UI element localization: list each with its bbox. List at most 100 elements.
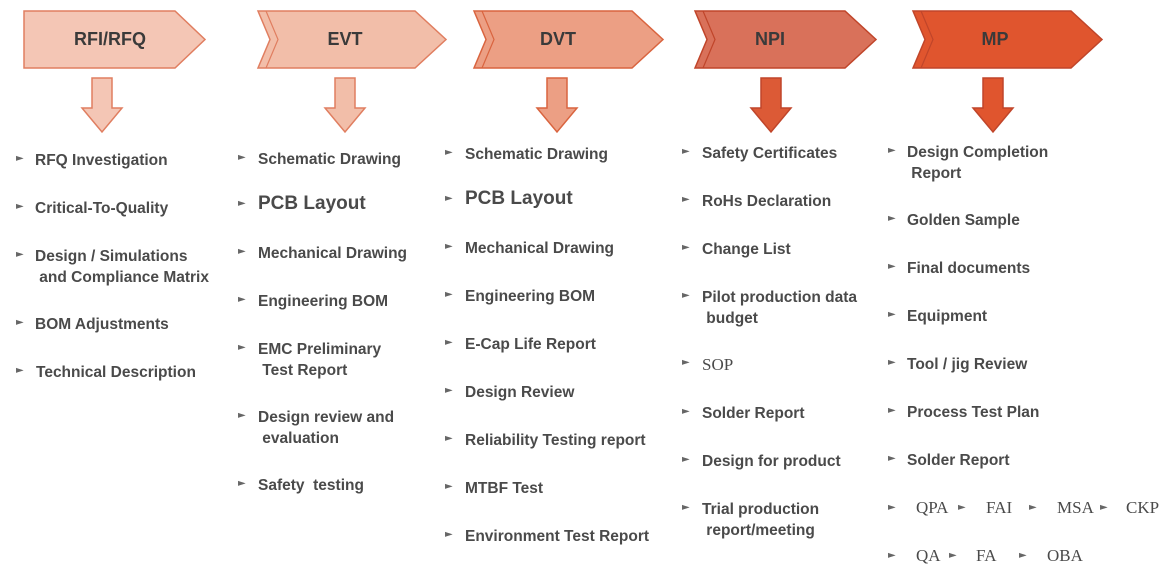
phase-label-dvt: DVT	[540, 29, 576, 49]
bullet-icon: ►	[888, 405, 896, 416]
dvt-item-6: Design Review	[465, 384, 575, 401]
npi-item-5: SOP	[702, 355, 734, 374]
down-arrow-icon-evt	[323, 77, 367, 134]
bullet-icon: ►	[16, 201, 24, 212]
chevron-notch-line	[702, 10, 716, 69]
npi-item-3: Change List	[702, 241, 791, 258]
bullet-icon: ►	[445, 481, 453, 492]
rfq-item-3: Design / Simulations and Compliance Matr…	[35, 248, 209, 286]
chevron-notch-line	[265, 10, 279, 69]
evt-item-6: Design review and evaluation	[258, 409, 395, 447]
npi-item-1: Safety Certificates	[702, 145, 838, 162]
mp-item-5: Tool / jig Review	[907, 356, 1028, 373]
chevron-evt	[256, 10, 448, 69]
dvt-item-3: Mechanical Drawing	[465, 240, 615, 257]
rfq-item-1: RFQ Investigation	[35, 152, 168, 169]
evt-item-4: Engineering BOM	[258, 293, 389, 310]
abbr-msa: MSA	[1057, 498, 1094, 517]
evt-item-5: EMC Preliminary Test Report	[258, 341, 382, 379]
bullet-icon: ►	[682, 406, 690, 417]
chevron-npi	[693, 10, 878, 69]
bullet-icon: ►	[682, 146, 690, 157]
npi-item-2: RoHs Declaration	[702, 193, 832, 210]
bullet-icon: ►	[1029, 502, 1037, 513]
evt-item-7: Safety testing	[258, 477, 364, 494]
bullet-icon: ►	[682, 502, 690, 513]
mp-item-4: Equipment	[907, 308, 988, 325]
bullet-icon: ►	[958, 502, 966, 513]
dvt-item-2: PCB Layout	[465, 188, 573, 209]
mp-item-6: Process Test Plan	[907, 404, 1040, 421]
bullet-icon: ►	[445, 289, 453, 300]
bullet-icon: ►	[1019, 550, 1027, 561]
chevron-dvt	[472, 10, 665, 69]
bullet-icon: ►	[888, 145, 896, 156]
bullet-icon: ►	[888, 502, 896, 513]
phase-label-evt: EVT	[327, 29, 363, 49]
rfq-item-4: BOM Adjustments	[35, 316, 169, 333]
rfq-item-2: Critical-To-Quality	[35, 200, 169, 217]
bullet-icon: ►	[445, 241, 453, 252]
evt-item-3: Mechanical Drawing	[258, 245, 408, 262]
abbr-ckp: CKP	[1126, 498, 1160, 517]
down-arrow-icon-npi	[749, 77, 793, 134]
bullet-icon: ►	[888, 550, 896, 561]
bullet-icon: ►	[888, 261, 896, 272]
mp-item-7: Solder Report	[907, 452, 1010, 469]
bullet-icon: ►	[888, 453, 896, 464]
bullet-icon: ►	[238, 478, 246, 489]
bullet-icon: ►	[682, 242, 690, 253]
abbr-fa: FA	[976, 546, 997, 565]
bullet-icon: ►	[888, 357, 896, 368]
bullet-icon: ►	[238, 294, 246, 305]
abbr-qa: QA	[916, 546, 941, 565]
bullet-icon: ►	[445, 147, 453, 158]
bullet-icon: ►	[682, 454, 690, 465]
mp-item-2: Golden Sample	[907, 212, 1020, 229]
mp-item-3: Final documents	[907, 260, 1031, 277]
npi-item-6: Solder Report	[702, 405, 805, 422]
bullet-icon: ►	[888, 309, 896, 320]
phase-label-rfi-rfq: RFI/RFQ	[74, 29, 146, 49]
chevron-rfi-rfq	[23, 10, 207, 69]
bullet-icon: ►	[682, 357, 690, 368]
bullet-icon: ►	[445, 337, 453, 348]
bullet-icon: ►	[16, 365, 24, 376]
bullet-icon: ►	[238, 246, 246, 257]
bullet-icon: ►	[445, 529, 453, 540]
npi-item-8: Trial production report/meeting	[702, 501, 820, 539]
npi-item-7: Design for product	[702, 453, 841, 470]
dvt-item-4: Engineering BOM	[465, 288, 596, 305]
phase-label-mp: MP	[981, 29, 1009, 49]
bullet-icon: ►	[16, 317, 24, 328]
bullet-icon: ►	[888, 213, 896, 224]
dvt-item-1: Schematic Drawing	[465, 146, 608, 163]
rfq-item-5: Technical Description	[36, 364, 196, 381]
dvt-item-8: MTBF Test	[465, 480, 544, 497]
dvt-item-7: Reliability Testing report	[465, 432, 646, 449]
dvt-item-5: E-Cap Life Report	[465, 336, 596, 353]
down-arrow-icon-rfi-rfq	[80, 77, 124, 134]
bullet-icon: ►	[238, 152, 246, 163]
chevron-notch-line	[920, 10, 934, 69]
down-arrow-icon-dvt	[535, 77, 579, 134]
bullet-icon: ►	[1100, 502, 1108, 513]
evt-item-2: PCB Layout	[258, 193, 366, 214]
abbr-fai: FAI	[986, 498, 1013, 517]
bullet-icon: ►	[238, 410, 246, 421]
bullet-icon: ►	[16, 153, 24, 164]
abbr-oba: OBA	[1047, 546, 1083, 565]
bullet-icon: ►	[445, 193, 453, 204]
chevron-mp	[911, 10, 1104, 69]
bullet-icon: ►	[238, 198, 246, 209]
down-arrow-icon-mp	[971, 77, 1015, 134]
phase-label-npi: NPI	[754, 29, 785, 49]
bullet-icon: ►	[16, 249, 24, 260]
bullet-icon: ►	[445, 385, 453, 396]
bullet-icon: ►	[445, 433, 453, 444]
npi-item-4: Pilot production data budget	[702, 289, 857, 327]
mp-item-1: Design Completion Report	[907, 144, 1049, 182]
bullet-icon: ►	[682, 290, 690, 301]
